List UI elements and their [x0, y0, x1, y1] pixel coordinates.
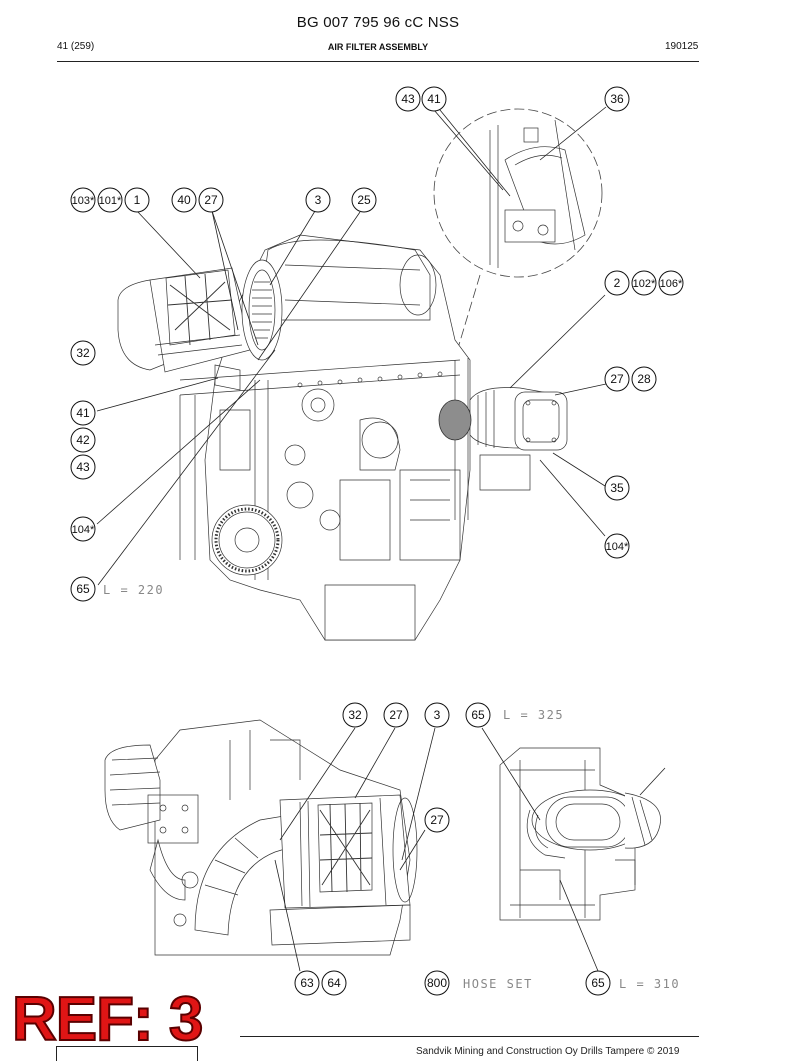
callout-bubble: 41 [421, 86, 447, 112]
leader-lines-top [96, 106, 607, 586]
callout-bubble: 3 [305, 187, 331, 213]
section-title: AIR FILTER ASSEMBLY [327, 42, 429, 52]
svg-text:2: 2 [614, 276, 621, 290]
svg-text:106*: 106* [660, 278, 683, 290]
filter-adapter [438, 399, 472, 441]
svg-text:1: 1 [134, 193, 141, 207]
svg-text:27: 27 [610, 372, 624, 386]
svg-text:36: 36 [610, 92, 624, 106]
callout-bubble: 35 [604, 475, 630, 501]
svg-text:32: 32 [76, 346, 90, 360]
detail-view-circle [433, 108, 603, 278]
callout-bubble: 102* [631, 270, 657, 296]
callouts-bottom: 32 27 3 65 27 63 64 800 65 [294, 702, 611, 996]
engine-drawing-bottom-right [499, 747, 666, 921]
copyright-footer: Sandvik Mining and Construction Oy Drill… [416, 1046, 680, 1057]
svg-text:65: 65 [591, 976, 605, 990]
svg-text:102*: 102* [633, 278, 656, 290]
svg-text:800: 800 [427, 976, 447, 990]
header-rule [57, 61, 699, 62]
note-length-310: L = 310 [619, 977, 680, 991]
callouts-top: 43 41 36 103* 101* 1 40 27 3 25 2 102* 1… [70, 86, 684, 602]
filter-hatch-left [167, 273, 233, 346]
note-hose-set: HOSE SET [463, 977, 533, 991]
callout-bubble: 28 [631, 366, 657, 392]
svg-text:104*: 104* [72, 524, 95, 536]
callout-bubble: 43 [395, 86, 421, 112]
svg-text:65: 65 [471, 708, 485, 722]
callout-bubble: 1 [124, 187, 150, 213]
svg-text:104*: 104* [606, 541, 629, 553]
callout-bubble: 27 [383, 702, 409, 728]
footer-logo-strip [56, 1046, 198, 1061]
date-code: 190125 [665, 41, 699, 52]
callout-bubble: 2 [604, 270, 630, 296]
svg-text:27: 27 [389, 708, 403, 722]
note-length-220: L = 220 [103, 583, 164, 597]
callout-bubble: 40 [171, 187, 197, 213]
callout-bubble: 65 [70, 576, 96, 602]
oil-sump [324, 584, 416, 641]
engine-drawing-top [117, 108, 603, 641]
note-length-325: L = 325 [503, 708, 564, 722]
svg-text:25: 25 [357, 193, 371, 207]
callout-bubble: 41 [70, 400, 96, 426]
detail-bracket [504, 209, 556, 243]
callout-bubble: 32 [342, 702, 368, 728]
callout-bubble: 65 [585, 970, 611, 996]
callout-bubble: 43 [70, 454, 96, 480]
callout-bubble: 104* [604, 533, 630, 559]
flywheel [211, 504, 283, 576]
filter-end-cap-right [514, 391, 568, 451]
callout-bubble: 800 [424, 970, 450, 996]
callout-bubble: 25 [351, 187, 377, 213]
callout-bubble: 106* [658, 270, 684, 296]
svg-text:27: 27 [430, 813, 444, 827]
ref-stamp: REF: 3 [11, 984, 204, 1055]
svg-text:3: 3 [434, 708, 441, 722]
callout-bubble: 103* [70, 187, 96, 213]
svg-text:43: 43 [401, 92, 415, 106]
page-number: 41 (259) [57, 41, 95, 52]
detail-leader [454, 274, 481, 359]
engine-drawing-bottom-left [104, 719, 418, 956]
callout-bubble: 65 [465, 702, 491, 728]
svg-text:43: 43 [76, 460, 90, 474]
footer-rule [240, 1036, 699, 1037]
callout-bubble: 36 [604, 86, 630, 112]
svg-text:32: 32 [348, 708, 362, 722]
callout-bubble: 42 [70, 427, 96, 453]
svg-text:27: 27 [204, 193, 218, 207]
turbo-outlet [104, 744, 161, 831]
svg-text:63: 63 [300, 976, 314, 990]
callout-bubble: 63 [294, 970, 320, 996]
callout-bubble: 32 [70, 340, 96, 366]
svg-text:65: 65 [76, 582, 90, 596]
callout-bubble: 27 [604, 366, 630, 392]
svg-text:41: 41 [427, 92, 441, 106]
svg-text:42: 42 [76, 433, 90, 447]
svg-text:28: 28 [637, 372, 651, 386]
callout-bubble: 27 [424, 807, 450, 833]
svg-text:40: 40 [177, 193, 191, 207]
detail-hose [504, 146, 586, 245]
callout-bubble: 64 [321, 970, 347, 996]
svg-text:3: 3 [315, 193, 322, 207]
svg-text:101*: 101* [99, 195, 122, 207]
document-code: BG 007 795 96 cC NSS [296, 14, 460, 31]
leader-lines-bottom [274, 727, 599, 972]
svg-text:35: 35 [610, 481, 624, 495]
svg-text:103*: 103* [72, 195, 95, 207]
svg-text:64: 64 [327, 976, 341, 990]
callout-bubble: 3 [424, 702, 450, 728]
svg-text:41: 41 [76, 406, 90, 420]
callout-bubble: 101* [97, 187, 123, 213]
callout-bubble: 104* [70, 516, 96, 542]
callout-bubble: 27 [198, 187, 224, 213]
filter-hatch-bottom [319, 802, 373, 893]
